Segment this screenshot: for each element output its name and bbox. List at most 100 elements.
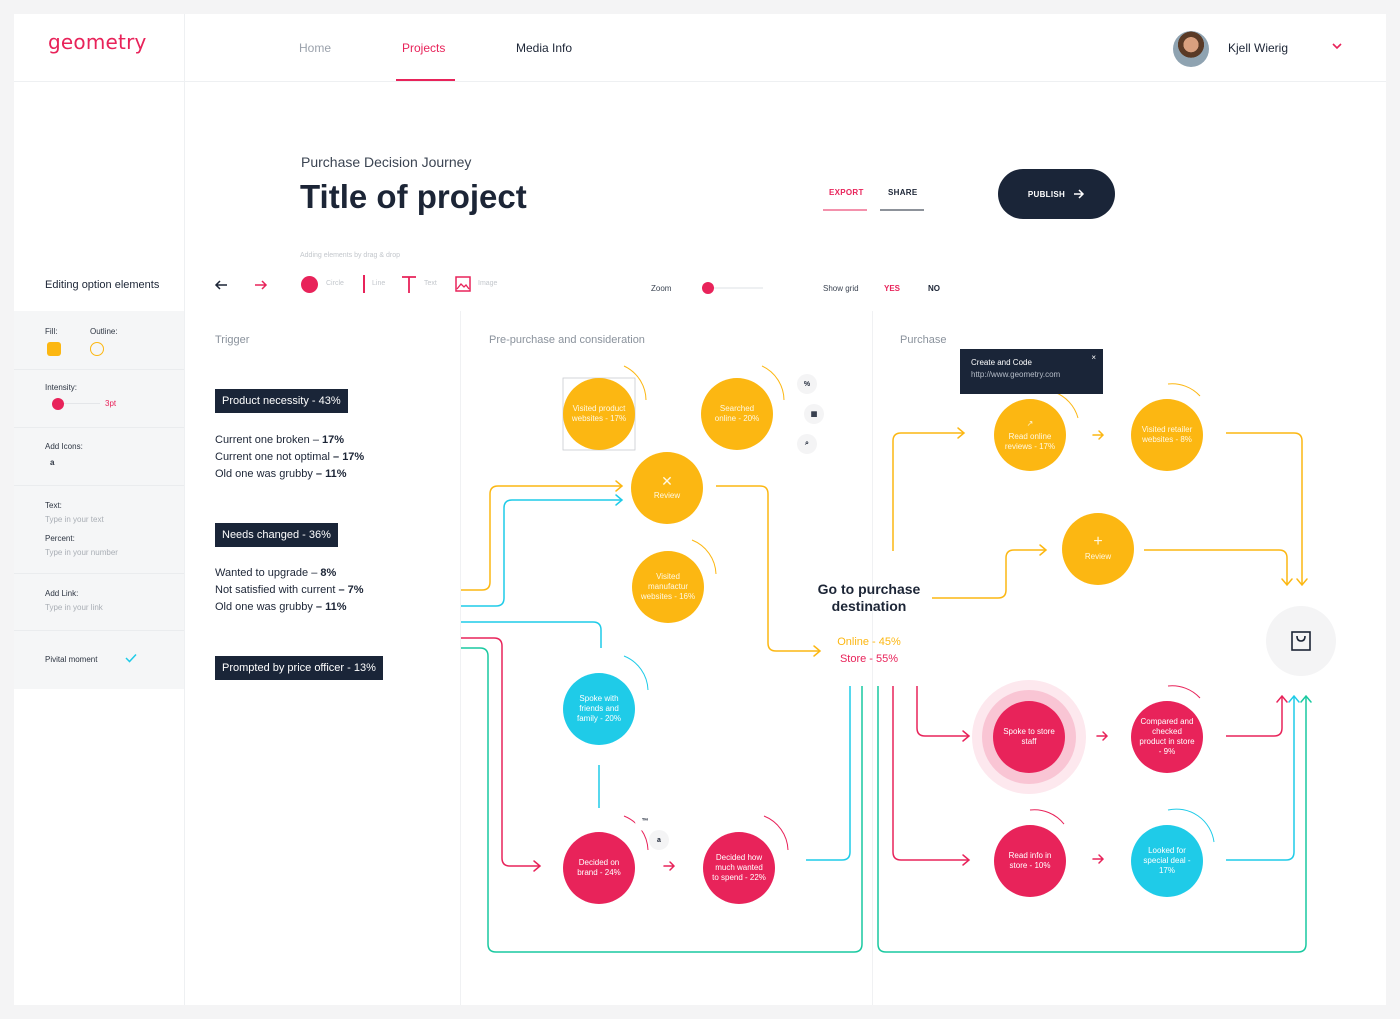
tooltip-popover: Create and Code http://www.geometry.com … (960, 349, 1103, 394)
node-read-online-reviews[interactable]: ↗ Read online reviews - 17% (994, 399, 1066, 471)
shopping-bag-icon (1291, 631, 1311, 651)
image-tool-label: Image (478, 280, 498, 287)
amazon-icon[interactable]: a (50, 458, 55, 467)
export-button[interactable]: EXPORT (829, 188, 864, 197)
reason-item: Current one not optimal – 17% (215, 451, 365, 463)
zoom-label: Zoom (651, 284, 672, 293)
page-title: Title of project (300, 178, 527, 215)
column-trigger: Trigger (215, 334, 250, 346)
intensity-label: Intensity: (45, 383, 78, 392)
divider (14, 369, 184, 370)
destination-online: Online - 45% (837, 636, 901, 648)
show-grid-label: Show grid (823, 284, 859, 293)
tooltip-link[interactable]: http://www.geometry.com (971, 370, 1061, 379)
grid-no-toggle[interactable]: NO (928, 284, 940, 293)
active-nav-indicator (396, 79, 455, 81)
undo-arrow-icon[interactable] (214, 279, 228, 291)
link-input[interactable]: Type in your link (45, 603, 103, 612)
line-tool-icon[interactable] (363, 275, 365, 293)
node-compared-in-store[interactable]: Compared and checked product in store - … (1131, 701, 1203, 773)
checkmark-icon[interactable] (125, 653, 137, 663)
circle-tool-label: Circle (326, 280, 344, 287)
line-tool-label: Line (372, 280, 386, 287)
trigger-badge[interactable]: Prompted by price officer - 13% (215, 656, 383, 680)
node-looked-for-deal[interactable]: Looked for special deal - 17% (1131, 825, 1203, 897)
project-subtitle: Purchase Decision Journey (301, 154, 472, 170)
avatar[interactable] (1173, 31, 1209, 67)
percent-label: Percent: (45, 534, 75, 543)
text-tool-label: Text (424, 280, 437, 287)
publish-button[interactable]: PUBLISH (998, 169, 1115, 219)
arrow-right-icon (1074, 189, 1085, 199)
plus-icon[interactable]: + (1093, 533, 1103, 550)
nav-media-info[interactable]: Media Info (516, 41, 573, 55)
reason-item: Not satisfied with current – 7% (215, 584, 364, 596)
nav-home[interactable]: Home (299, 41, 332, 55)
zoom-slider-handle[interactable] (701, 282, 714, 294)
node-review-2[interactable]: + Review (1062, 513, 1134, 585)
trigger-badge[interactable]: Product necessity - 43% (215, 389, 348, 413)
sidebar-divider (184, 14, 185, 1005)
reason-list: Current one broken – 17% Current one not… (215, 432, 364, 483)
image-tool-icon[interactable] (455, 276, 471, 292)
percent-input[interactable]: Type in your number (45, 548, 118, 557)
export-underline (823, 209, 867, 211)
grid-yes-toggle[interactable]: YES (884, 284, 901, 293)
sidebar-heading: Editing option elements (45, 279, 160, 291)
fill-color-swatch[interactable] (47, 342, 61, 356)
column-pre-purchase: Pre-purchase and consideration (489, 334, 645, 346)
reason-item: Old one was grubby – 11% (215, 468, 347, 480)
node-read-online-label: Read online reviews - 17% (1004, 431, 1056, 451)
node-visited-product-websites[interactable]: Visited product websites - 17% (563, 378, 635, 450)
store-icon[interactable]: ▦ (804, 404, 824, 424)
redo-arrow-icon[interactable] (254, 279, 268, 291)
outline-color-swatch[interactable] (90, 342, 104, 356)
logo[interactable]: geometry (48, 30, 147, 54)
publish-label: PUBLISH (1027, 189, 1066, 199)
share-button[interactable]: SHARE (888, 188, 918, 197)
divider (14, 427, 184, 428)
nav-projects[interactable]: Projects (402, 41, 446, 55)
divider (14, 573, 184, 574)
trigger-badge[interactable]: Needs changed - 36% (215, 523, 338, 547)
link-label: Add Link: (45, 589, 79, 598)
toolbar-hint: Adding elements by drag & drop (300, 252, 401, 259)
node-searched-online[interactable]: Searched online - 20% (701, 378, 773, 450)
text-input[interactable]: Type in your text (45, 515, 104, 524)
header-divider (14, 81, 1386, 82)
reason-item: Current one broken – 17% (215, 434, 345, 446)
shopping-bag-node[interactable] (1266, 606, 1336, 676)
search-icon[interactable]: ⌕ (797, 434, 817, 454)
destination-store: Store - 55% (839, 653, 899, 665)
divider (14, 630, 184, 631)
text-tool-icon[interactable] (401, 275, 417, 293)
destination-title: Go to purchase destination (817, 581, 921, 614)
node-visited-manufacturer[interactable]: Visited manufactur websites - 16% (632, 551, 704, 623)
circle-tool-icon[interactable] (301, 276, 318, 293)
node-decided-spend[interactable]: Decided how much wanted to spend - 22% (703, 832, 775, 904)
node-read-info-in-store[interactable]: Read info in store - 10% (994, 825, 1066, 897)
close-icon[interactable]: ✕ (661, 473, 673, 489)
node-decided-on-brand[interactable]: Decided on brand - 24% (563, 832, 635, 904)
node-visited-retailer[interactable]: Visited retailer websites - 8% (1131, 399, 1203, 471)
reason-list: Wanted to upgrade – 8% Not satisfied wit… (215, 565, 364, 616)
intensity-slider-handle[interactable] (52, 398, 64, 410)
pivotal-label: Pivital moment (45, 655, 98, 664)
amazon-icon[interactable]: a (649, 830, 669, 850)
intensity-value: 3pt (105, 399, 117, 408)
fill-label: Fill: (45, 327, 58, 336)
add-icons-label: Add Icons: (45, 442, 83, 451)
user-name[interactable]: Kjell Wierig (1228, 41, 1289, 55)
node-review[interactable]: ✕ Review (631, 452, 703, 524)
share-underline (880, 209, 924, 211)
reason-item: Wanted to upgrade – 8% (215, 567, 337, 579)
close-icon[interactable]: × (1091, 353, 1096, 362)
node-spoke-to-store-staff[interactable]: Spoke to store staff (993, 701, 1065, 773)
zoom-track[interactable] (703, 287, 763, 289)
intensity-track[interactable] (64, 403, 100, 404)
node-spoke-with-friends[interactable]: Spoke with friends and family - 20% (563, 673, 635, 745)
trademark-icon[interactable]: ™ (635, 811, 655, 831)
chevron-down-icon[interactable] (1331, 40, 1343, 55)
external-link-icon: ↗ (1026, 418, 1034, 428)
percent-icon[interactable]: % (797, 374, 817, 394)
